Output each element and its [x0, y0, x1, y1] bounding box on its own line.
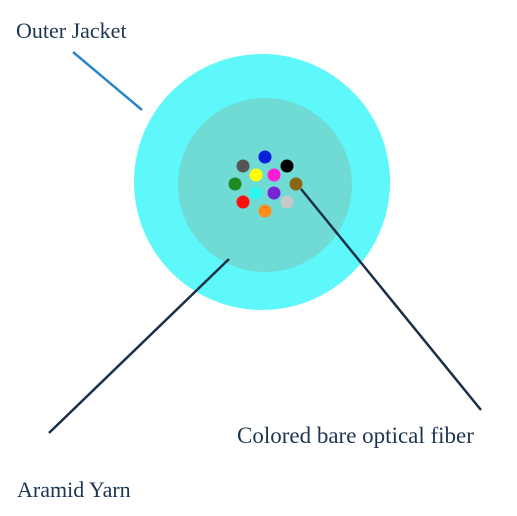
optical-fiber-blue [258, 150, 272, 164]
optical-fiber-yellow [249, 168, 263, 182]
optical-fiber-orange [258, 204, 272, 218]
optical-fiber-white [280, 195, 294, 209]
optical-fiber-rose [267, 168, 281, 182]
optical-fiber-black [280, 159, 294, 173]
outer-jacket-leader-line [72, 51, 143, 111]
optical-fiber-slate [236, 159, 250, 173]
optical-fiber-red [236, 195, 250, 209]
aramid-yarn-circle [178, 98, 352, 272]
optical-fiber-violet [267, 186, 281, 200]
optical-fiber-label: Colored bare optical fiber [237, 423, 474, 448]
optical-fiber-green [228, 177, 242, 191]
optical-fiber-bundle [228, 150, 303, 218]
optical-fiber-aqua [249, 186, 263, 200]
aramid-yarn-label: Aramid Yarn [17, 477, 131, 502]
outer-jacket-label: Outer Jacket [16, 18, 127, 43]
optical-fiber-brown [289, 177, 303, 191]
optical-fiber-leader-line [300, 188, 482, 411]
aramid-yarn-leader-line [48, 258, 230, 434]
